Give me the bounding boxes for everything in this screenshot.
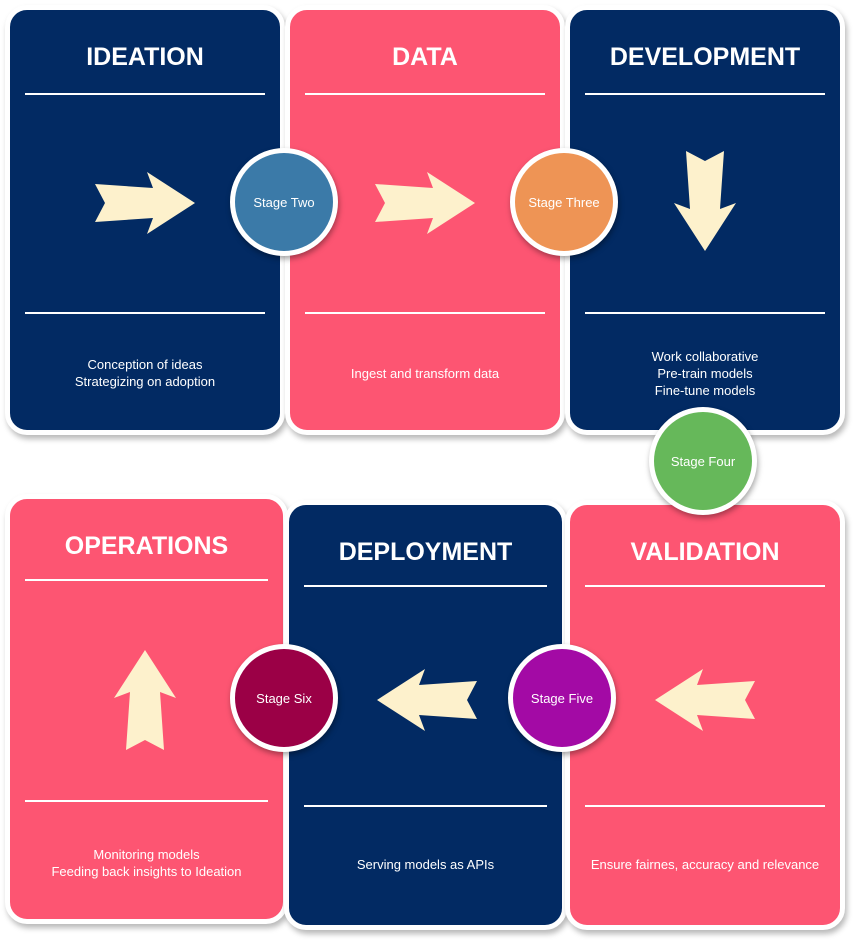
stage-two-circle: Stage Two <box>230 148 338 256</box>
stage-three-circle: Stage Three <box>510 148 618 256</box>
validation-description: Ensure fairnes, accuracy and relevance <box>576 856 834 873</box>
stage-three-label: Stage Three <box>528 194 600 210</box>
arrow-right-icon <box>95 172 195 234</box>
description-line: Serving models as APIs <box>356 857 495 872</box>
divider <box>25 800 268 802</box>
stage-five-circle: Stage Five <box>508 644 616 752</box>
divider <box>25 579 268 581</box>
arrow-up-icon <box>114 650 176 750</box>
operations-description: Monitoring models Feeding back insights … <box>16 846 277 880</box>
description-line: Monitoring models <box>93 847 200 862</box>
validation-title: VALIDATION <box>630 538 780 566</box>
description-line: Strategizing on adoption <box>74 374 216 389</box>
arrow-left-icon <box>655 669 755 731</box>
operations-title: OPERATIONS <box>64 532 229 560</box>
divider <box>585 312 825 314</box>
description-line: Ingest and transform data <box>350 366 500 381</box>
deployment-title: DEPLOYMENT <box>338 538 513 566</box>
divider <box>305 312 545 314</box>
development-description: Work collaborative Pre-train models Fine… <box>576 348 834 399</box>
divider <box>585 93 825 95</box>
description-line: Feeding back insights to Ideation <box>51 864 242 879</box>
arrow-left-icon <box>377 669 477 731</box>
stage-five-label: Stage Five <box>530 690 594 706</box>
data-description: Ingest and transform data <box>296 365 554 382</box>
data-title: DATA <box>392 43 458 71</box>
stage-six-label: Stage Six <box>256 690 312 706</box>
stage-four-circle: Stage Four <box>649 407 757 515</box>
description-line: Work collaborative <box>651 349 759 364</box>
divider <box>585 805 825 807</box>
description-line: Pre-train models <box>657 366 753 381</box>
divider <box>305 93 545 95</box>
ideation-title: IDEATION <box>86 43 204 71</box>
development-title: DEVELOPMENT <box>609 43 801 71</box>
divider <box>25 312 265 314</box>
stage-two-label: Stage Two <box>253 194 315 210</box>
description-line: Ensure fairnes, accuracy and relevance <box>590 857 820 872</box>
arrow-right-icon <box>375 172 475 234</box>
arrow-down-icon <box>674 151 736 251</box>
stage-six-circle: Stage Six <box>230 644 338 752</box>
divider <box>304 805 547 807</box>
description-line: Conception of ideas <box>87 357 203 372</box>
ideation-description: Conception of ideas Strategizing on adop… <box>16 356 274 390</box>
divider <box>25 93 265 95</box>
divider <box>304 585 547 587</box>
description-line: Fine-tune models <box>654 383 756 398</box>
deployment-description: Serving models as APIs <box>295 856 556 873</box>
divider <box>585 585 825 587</box>
stage-four-label: Stage Four <box>670 453 736 469</box>
